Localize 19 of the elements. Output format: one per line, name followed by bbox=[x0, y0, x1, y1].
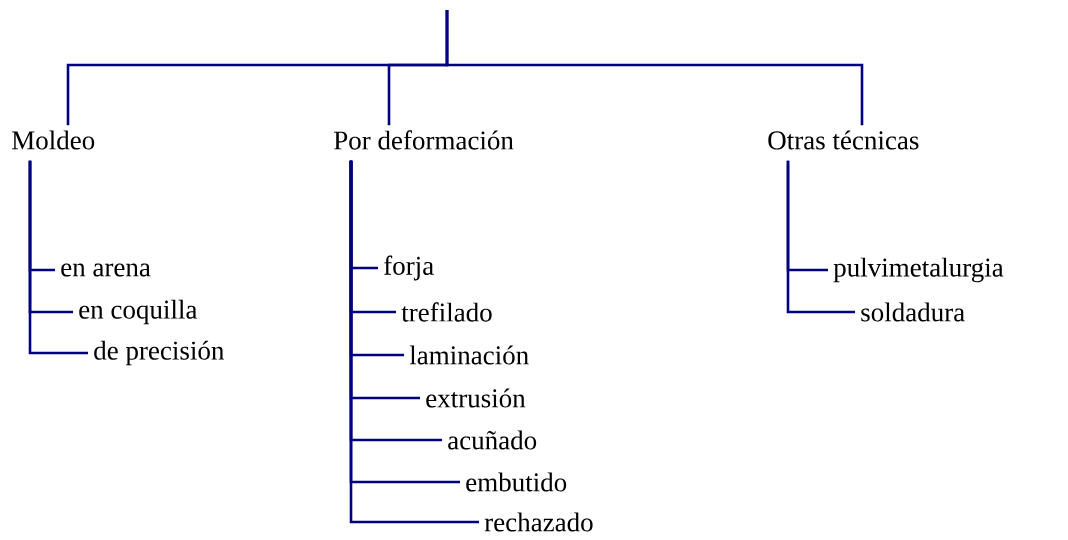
item-label: acuñado bbox=[448, 430, 537, 450]
item-label: rechazado bbox=[484, 512, 593, 532]
item-label: extrusión bbox=[426, 388, 526, 408]
item-label: forja bbox=[384, 255, 434, 281]
category-label: Por deformación bbox=[334, 130, 514, 150]
item-label: embutido bbox=[466, 472, 567, 492]
category-label: Moldeo bbox=[12, 130, 95, 150]
category-label: Otras técnicas bbox=[768, 130, 919, 150]
item-label: de precisión bbox=[94, 340, 224, 366]
item-label: en arena bbox=[61, 263, 151, 277]
item-label: trefilado bbox=[401, 302, 492, 322]
tree-line bbox=[786, 160, 855, 314]
tree-line bbox=[28, 160, 88, 355]
item-label: laminación bbox=[409, 345, 529, 365]
item-label: soldadura bbox=[861, 302, 965, 322]
tree-line bbox=[349, 160, 479, 524]
item-label: en coquilla bbox=[79, 299, 198, 325]
tree-line bbox=[445, 10, 864, 126]
item-label: pulvimetalurgia bbox=[833, 257, 1004, 283]
